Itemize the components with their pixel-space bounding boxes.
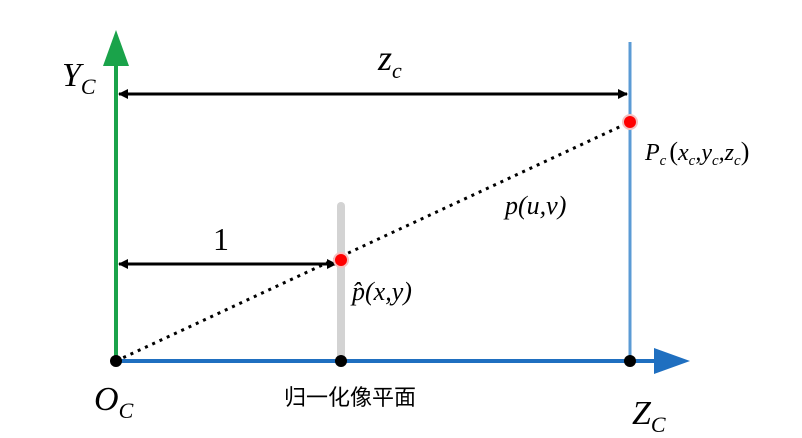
y-axis-arrowhead	[103, 30, 129, 66]
z-axis-arrowhead	[654, 348, 690, 374]
origin-label: OC	[94, 381, 134, 423]
normalized-point-p-hat	[333, 252, 349, 268]
normalized-plane-caption: 归一化像平面	[284, 386, 416, 411]
origin-point	[110, 355, 122, 367]
z-axis-label: ZC	[632, 395, 666, 437]
projection-ray	[115, 120, 631, 363]
p-uv-label: p(u,v)	[503, 191, 566, 220]
p-hat-label: p̂(x,y)	[350, 277, 412, 306]
y-axis-label: YC	[62, 57, 96, 99]
pc-label: Pc(xc,yc,zc)	[644, 137, 749, 169]
image-plane-foot-point	[624, 355, 636, 367]
plane-foot-point	[335, 355, 347, 367]
unit-distance-label: 1	[213, 221, 229, 257]
zc-label: zc	[377, 38, 402, 83]
camera-point-pc	[622, 114, 638, 130]
